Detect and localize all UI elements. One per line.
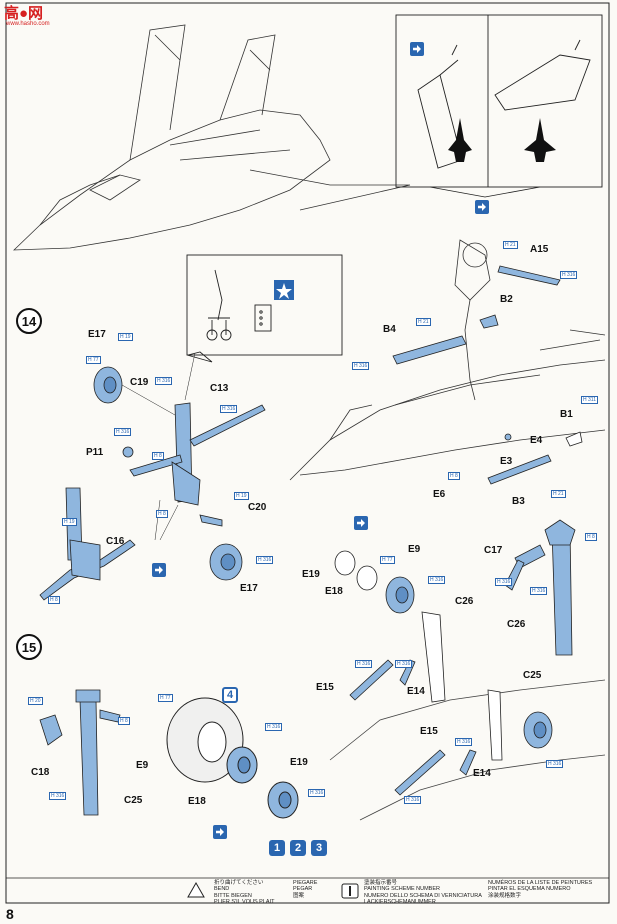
inset-vertical-tails	[395, 14, 603, 188]
label-e17-bottom: E17	[240, 583, 258, 594]
label-b1: B1	[560, 409, 573, 420]
callout-color: H 316	[455, 738, 473, 746]
label-e18-mid: E18	[325, 586, 343, 597]
label-e9-bottom: E9	[136, 760, 149, 771]
label-a15: A15	[530, 244, 549, 255]
callout-color: H 8	[152, 452, 164, 460]
label-e14-bottom: E14	[473, 768, 491, 779]
label-b2: B2	[500, 294, 513, 305]
paint-scheme-badge: 4	[222, 687, 238, 703]
label-c20: C20	[248, 502, 267, 513]
step15-strut	[39, 689, 121, 816]
label-e18-bottom: E18	[188, 796, 206, 807]
inset-star-icon	[276, 283, 292, 299]
wheels-mid	[334, 550, 415, 614]
flip-symbol-icon	[213, 825, 227, 839]
flip-symbol-icon	[475, 200, 489, 214]
watermark-url: www.hasho.com	[6, 21, 50, 27]
callout-color: H 77	[86, 356, 101, 364]
label-c18: C18	[31, 767, 50, 778]
callout-color: H 316	[355, 660, 373, 668]
gear-c26-right	[504, 519, 576, 656]
callout-color: H 8	[585, 533, 597, 541]
callout-color: H 316	[352, 362, 370, 370]
step-14: 14	[16, 308, 42, 334]
gear-c26-mid	[349, 611, 446, 703]
label-e19-mid: E19	[302, 569, 320, 580]
inset-gear-detail	[186, 254, 343, 363]
tire-e9	[166, 697, 299, 819]
label-c16: C16	[106, 536, 125, 547]
watermark-logo: 高●网	[4, 5, 44, 22]
callout-color: H 21	[503, 241, 518, 249]
step14-leaders	[121, 352, 196, 541]
callout-color: H 316	[530, 587, 548, 595]
callout-color: H 21	[551, 490, 566, 498]
flip-symbol-icon	[152, 563, 166, 577]
step-15: 15	[16, 634, 42, 660]
callout-color: H 19	[62, 518, 77, 526]
callout-color: H 316	[308, 789, 326, 797]
callout-color: H 77	[158, 694, 173, 702]
label-b4: B4	[383, 324, 396, 335]
callout-color: H 316	[220, 405, 238, 413]
label-e15-mid: E15	[316, 682, 334, 693]
callout-color: H 316	[404, 796, 422, 804]
callout-color: H 311	[581, 396, 598, 404]
step15-right-gear	[329, 679, 606, 821]
callout-color: H 8	[156, 510, 168, 518]
aircraft-top-view	[12, 24, 411, 251]
paint-scheme-badge: 3	[311, 840, 327, 856]
jet-silhouettes	[448, 118, 556, 162]
callout-color: H 77	[380, 556, 395, 564]
label-e15-bottom: E15	[420, 726, 438, 737]
callout-color: H 19	[234, 492, 249, 500]
label-c13: C13	[210, 383, 229, 394]
callout-color: H 21	[416, 318, 431, 326]
callout-color: H 316	[560, 271, 578, 279]
callout-color: H 316	[114, 428, 132, 436]
nose-gear-assembly	[39, 366, 266, 601]
callout-color: H 316	[428, 576, 446, 584]
callout-color: H 20	[28, 697, 43, 705]
callout-color: H 316	[49, 792, 67, 800]
callout-color: H 8	[48, 596, 60, 604]
callout-color: H 19	[118, 333, 133, 341]
label-c19: C19	[130, 377, 149, 388]
label-c26-right: C26	[507, 619, 526, 630]
callout-color: H 8	[448, 472, 460, 480]
callout-color: H 316	[495, 578, 513, 586]
paint-scheme-badge: 1	[269, 840, 285, 856]
callout-color: H 316	[256, 556, 274, 564]
label-e6: E6	[433, 489, 446, 500]
label-c26-mid: C26	[455, 596, 474, 607]
label-p11: P11	[86, 447, 104, 458]
label-e14-mid: E14	[407, 686, 425, 697]
callout-color: H 316	[265, 723, 283, 731]
fuselage-gear-bay	[289, 239, 606, 481]
callout-color: H 8	[118, 717, 130, 725]
label-c25-left: C25	[124, 795, 143, 806]
callout-color: H 316	[155, 377, 173, 385]
page-number: 8	[6, 906, 14, 922]
flip-symbol-icon	[410, 42, 424, 56]
callout-color: H 316	[546, 760, 564, 768]
label-e17-top: E17	[88, 329, 106, 340]
label-e9-mid: E9	[408, 544, 421, 555]
paint-scheme-badge: 2	[290, 840, 306, 856]
callout-color: H 316	[395, 660, 413, 668]
label-c25-right: C25	[523, 670, 542, 681]
label-e4: E4	[530, 435, 543, 446]
label-e3: E3	[500, 456, 513, 467]
label-b3: B3	[512, 496, 525, 507]
label-c17: C17	[484, 545, 503, 556]
label-e19-bottom: E19	[290, 757, 308, 768]
flip-symbol-icon	[354, 516, 368, 530]
blue-parts-right	[392, 265, 583, 485]
